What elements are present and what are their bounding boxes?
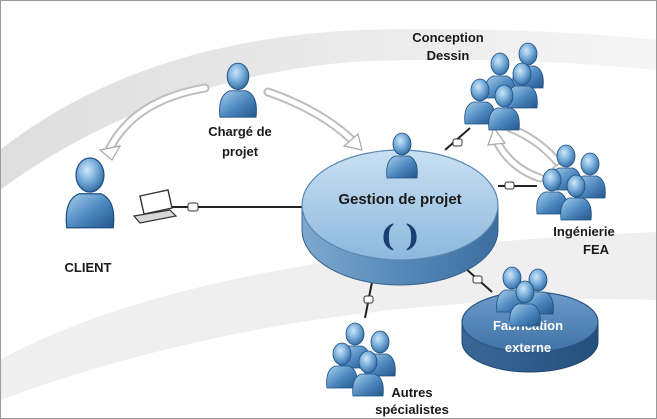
autres-label-line1: Autres (391, 385, 432, 400)
hub-logo: ( ) (381, 219, 420, 254)
fabrication-label-line2: externe (505, 340, 551, 355)
charge-label-line2: projet (222, 144, 259, 159)
connector-plug-icon (187, 138, 515, 304)
flow-arrow-charge-to-hub (263, 87, 363, 151)
background-swoosh (0, 29, 657, 400)
autres-label-line2: spécialistes (375, 402, 449, 417)
ingenierie-label-line1: Ingénierie (553, 224, 614, 239)
conception-label-line2: Dessin (427, 48, 470, 63)
autres-people-icon (326, 322, 396, 397)
client-person-icon (65, 157, 115, 229)
hub-title: Gestion de projet (338, 191, 461, 208)
charge-label-line1: Chargé de (208, 124, 272, 139)
client-label: CLIENT (65, 260, 112, 275)
flow-arrow-charge-to-client (98, 83, 210, 161)
laptop-icon (132, 189, 178, 224)
conception-label-line1: Conception (412, 30, 484, 45)
ingenierie-label-line2: FEA (583, 242, 610, 257)
